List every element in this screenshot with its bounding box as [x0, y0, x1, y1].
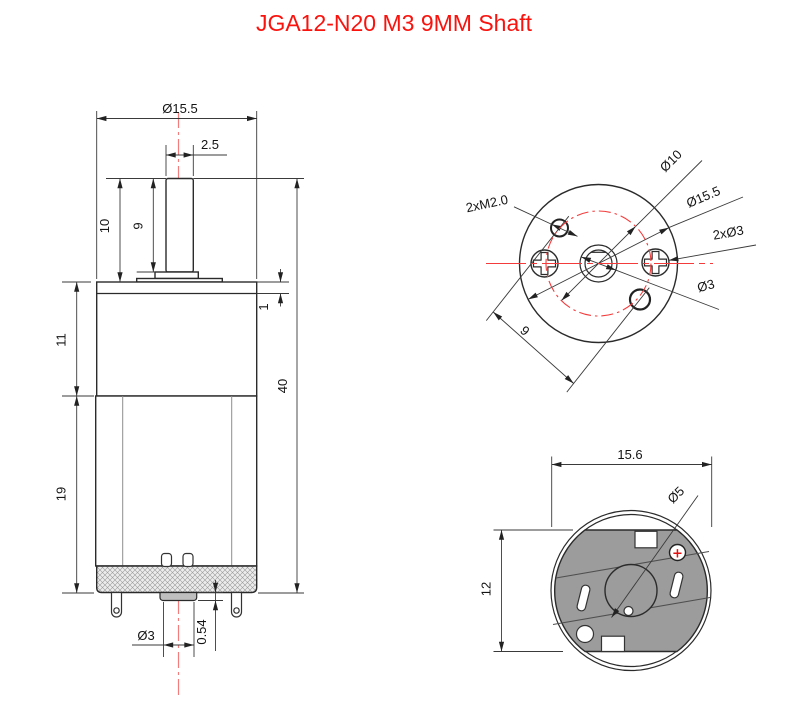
- dim-boss-diameter: Ø3: [137, 628, 154, 643]
- dim-gearbox-length: 11: [54, 333, 69, 347]
- side-dimensions: Ø15.5 2.5 10 9: [54, 101, 304, 657]
- shaft-end-dot: [623, 605, 634, 617]
- rear-dimensions: Ø5 15.6 12: [479, 447, 713, 652]
- rear-hole: [575, 624, 595, 644]
- motor-body: [94, 395, 258, 567]
- rear-flange-outer-circle: [550, 509, 712, 672]
- terminal-hole-right: [233, 607, 240, 614]
- dim-face-diameter: Ø15.5: [684, 183, 722, 211]
- dim-bearing-diameter: Ø5: [664, 483, 687, 506]
- dim-flange-thickness: 1: [256, 303, 271, 310]
- drawing-title: JGA12-N20 M3 9MM Shaft: [255, 10, 533, 36]
- end-cap-section: [96, 565, 258, 594]
- dim-rear-width: 15.6: [617, 447, 642, 462]
- shaft-collar: [154, 271, 199, 280]
- dim-pilot-circle: Ø10: [657, 147, 685, 175]
- dim-shaft-diameter-front: Ø3: [696, 276, 717, 295]
- dim-motor-length: 19: [54, 487, 69, 501]
- brush-bump-left: [160, 552, 173, 568]
- dim-mount-holes: 2xM2.0: [464, 192, 509, 216]
- dim-shaft-total-length: 10: [97, 219, 112, 233]
- brush-bump-right: [182, 552, 194, 568]
- side-view: Ø15.5 2.5 10 9: [54, 101, 304, 698]
- dim-shaft-exposed-length: 9: [131, 222, 146, 229]
- rear-view: Ø5 15.6 12 +: [479, 447, 713, 672]
- dim-shaft-diameter: 2.5: [201, 137, 219, 152]
- dim-hole-spacing: 9: [517, 323, 532, 339]
- output-shaft: [165, 177, 194, 273]
- dim-boss-height: 0.54: [194, 619, 209, 644]
- rear-bearing-boss: [159, 591, 198, 602]
- vent-slot-left: [576, 584, 591, 612]
- front-view: 9 Ø10 Ø15.5 2xØ3 Ø3 2xM2.0: [464, 147, 757, 393]
- bottom-notch: [600, 635, 626, 653]
- top-notch: [634, 530, 658, 549]
- gearbox-body: [95, 281, 258, 397]
- dim-screw-heads: 2xØ3: [712, 222, 745, 242]
- dim-overall-diameter: Ø15.5: [162, 101, 197, 116]
- dim-overall-length: 40: [275, 379, 290, 393]
- dim-can-height: 12: [479, 582, 494, 596]
- assembly-screw-right: [641, 248, 670, 277]
- polarity-plus-icon: +: [672, 546, 683, 561]
- vent-slot-right: [669, 571, 684, 599]
- terminal-hole-left: [113, 607, 120, 614]
- polarity-marker: [668, 543, 687, 562]
